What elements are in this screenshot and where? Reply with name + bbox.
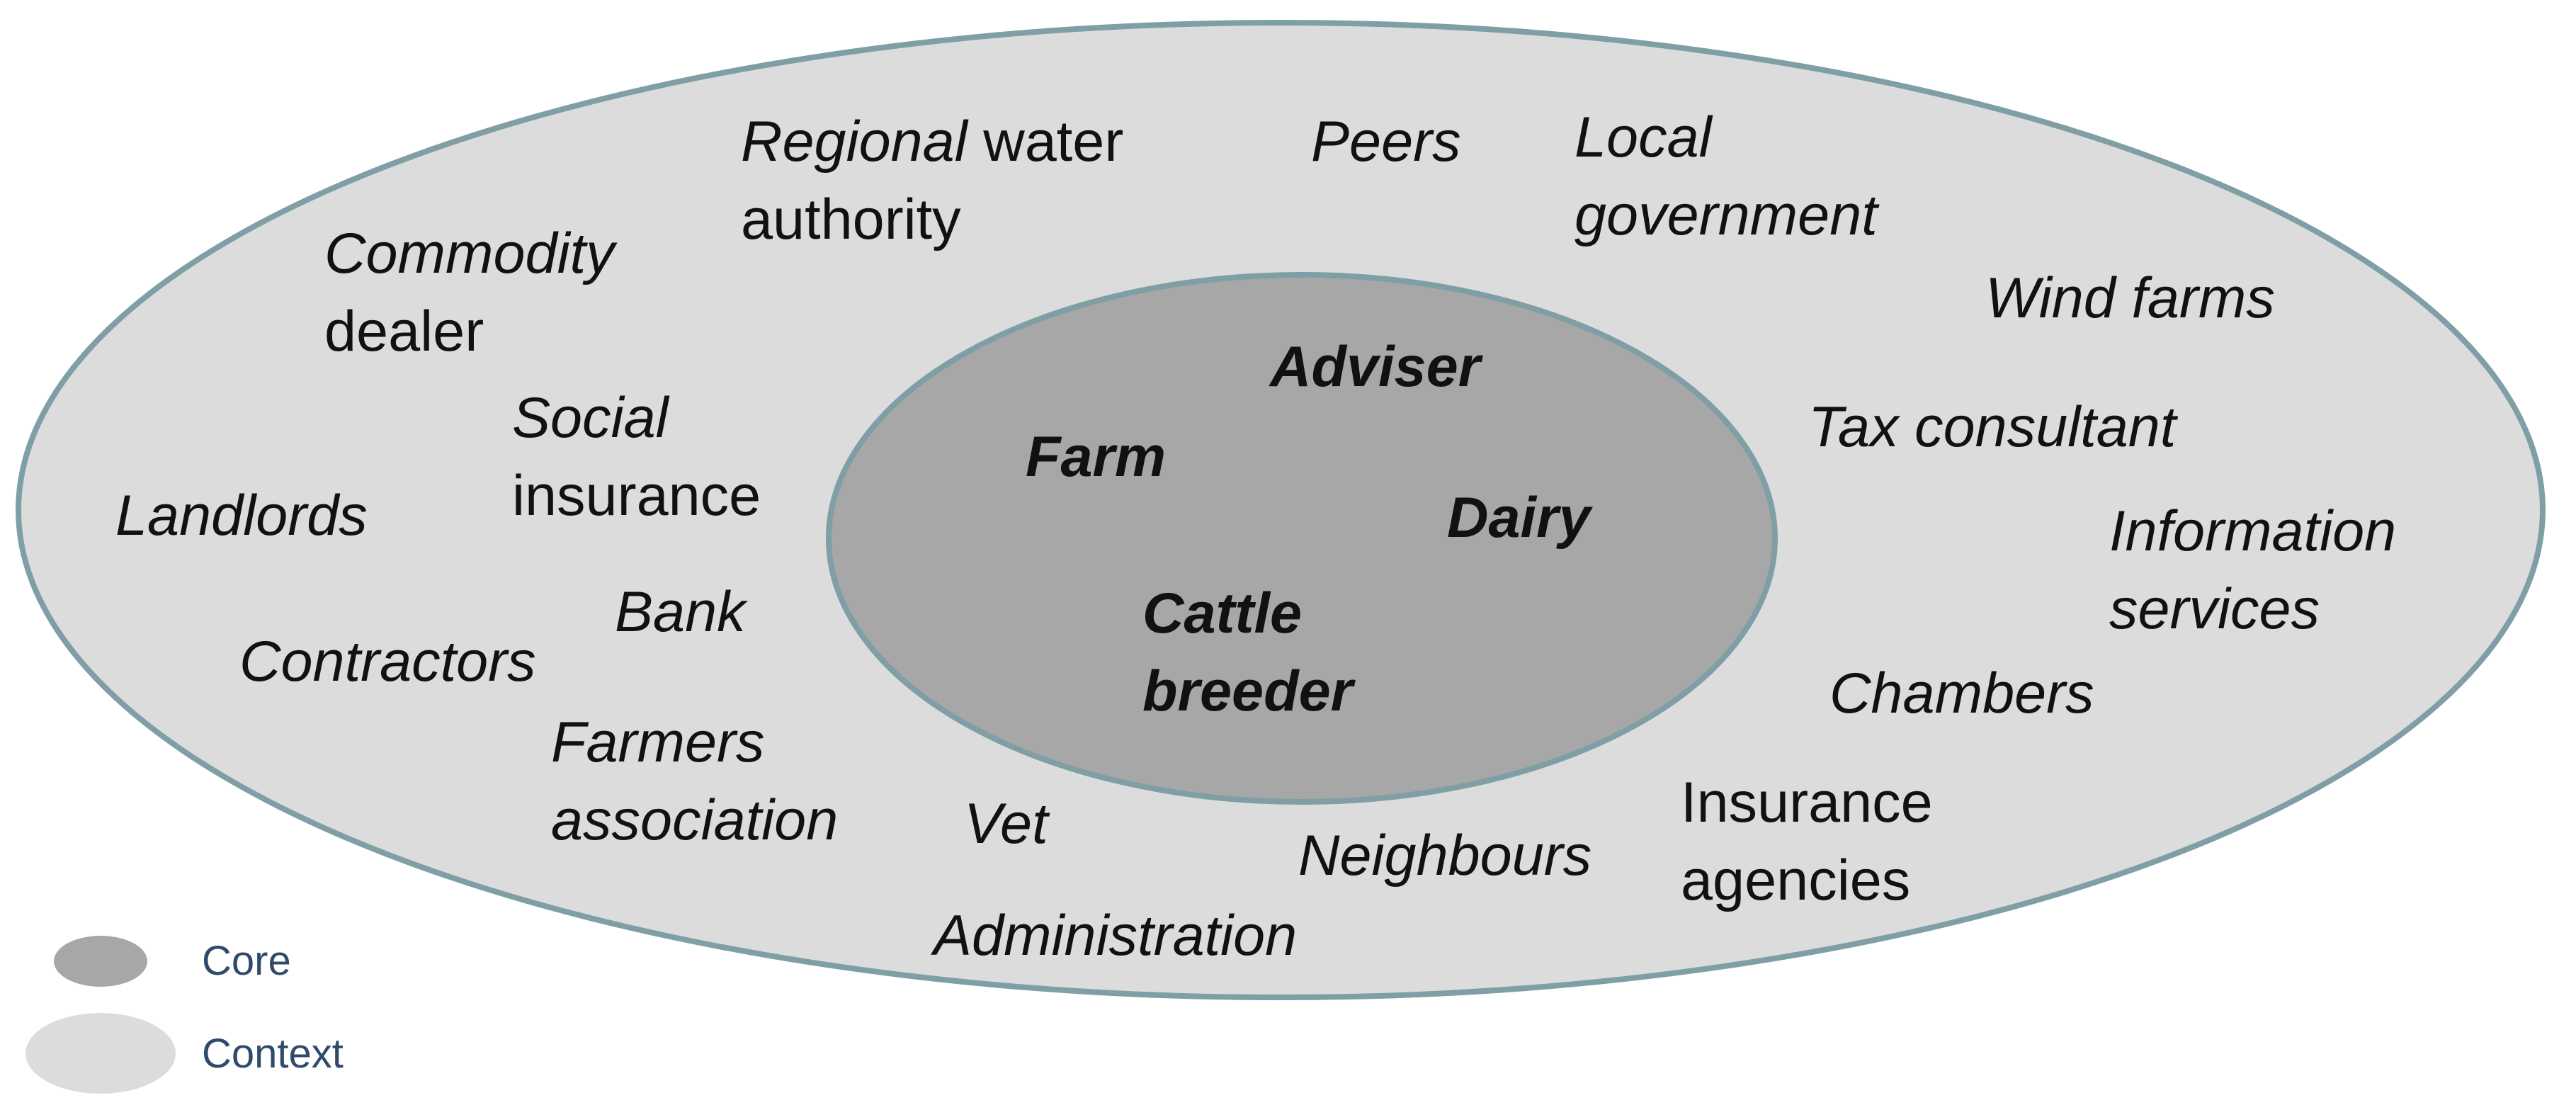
legend-label-context: Context (202, 1031, 344, 1077)
legend-swatch-context (25, 1013, 176, 1094)
core-label-adviser: Adviser (1269, 335, 1484, 399)
context-label-information-services: Information services (2109, 499, 2412, 641)
context-label-peers: Peers (1311, 110, 1461, 174)
context-label-regional-water-authority: Regional water authority (741, 110, 1140, 251)
context-label-landlords: Landlords (115, 484, 368, 548)
context-labels: Regional water authority Peers Local gov… (115, 106, 2412, 968)
context-label-chambers: Chambers (1829, 662, 2094, 725)
context-label-insurance-agencies: Insurance agencies (1681, 771, 1948, 912)
context-label-vet: Vet (964, 792, 1050, 856)
legend: Core Context (25, 936, 344, 1094)
context-label-farmers-association: Farmers association (551, 710, 838, 852)
core-ellipse (826, 272, 1778, 805)
context-label-commodity-dealer: Commodity dealer (324, 222, 630, 363)
context-label-neighbours: Neighbours (1298, 824, 1591, 888)
core-label-cattle-breeder: Cattle breeder (1142, 582, 1356, 723)
legend-swatch-core (54, 936, 147, 987)
context-label-tax-consultant: Tax consultant (1808, 395, 2179, 459)
legend-label-core: Core (202, 938, 291, 984)
context-label-bank: Bank (615, 580, 748, 644)
context-label-social-insurance: Social insurance (512, 386, 761, 528)
context-label-local-government: Local government (1574, 106, 1880, 247)
context-label-administration: Administration (931, 904, 1297, 968)
core-labels: Adviser Farm Dairy Cattle breeder (1026, 335, 1594, 723)
context-label-wind-farms: Wind farms (1985, 266, 2275, 330)
context-label-contractors: Contractors (239, 630, 536, 693)
core-label-farm: Farm (1026, 425, 1166, 489)
core-label-dairy: Dairy (1447, 486, 1594, 550)
